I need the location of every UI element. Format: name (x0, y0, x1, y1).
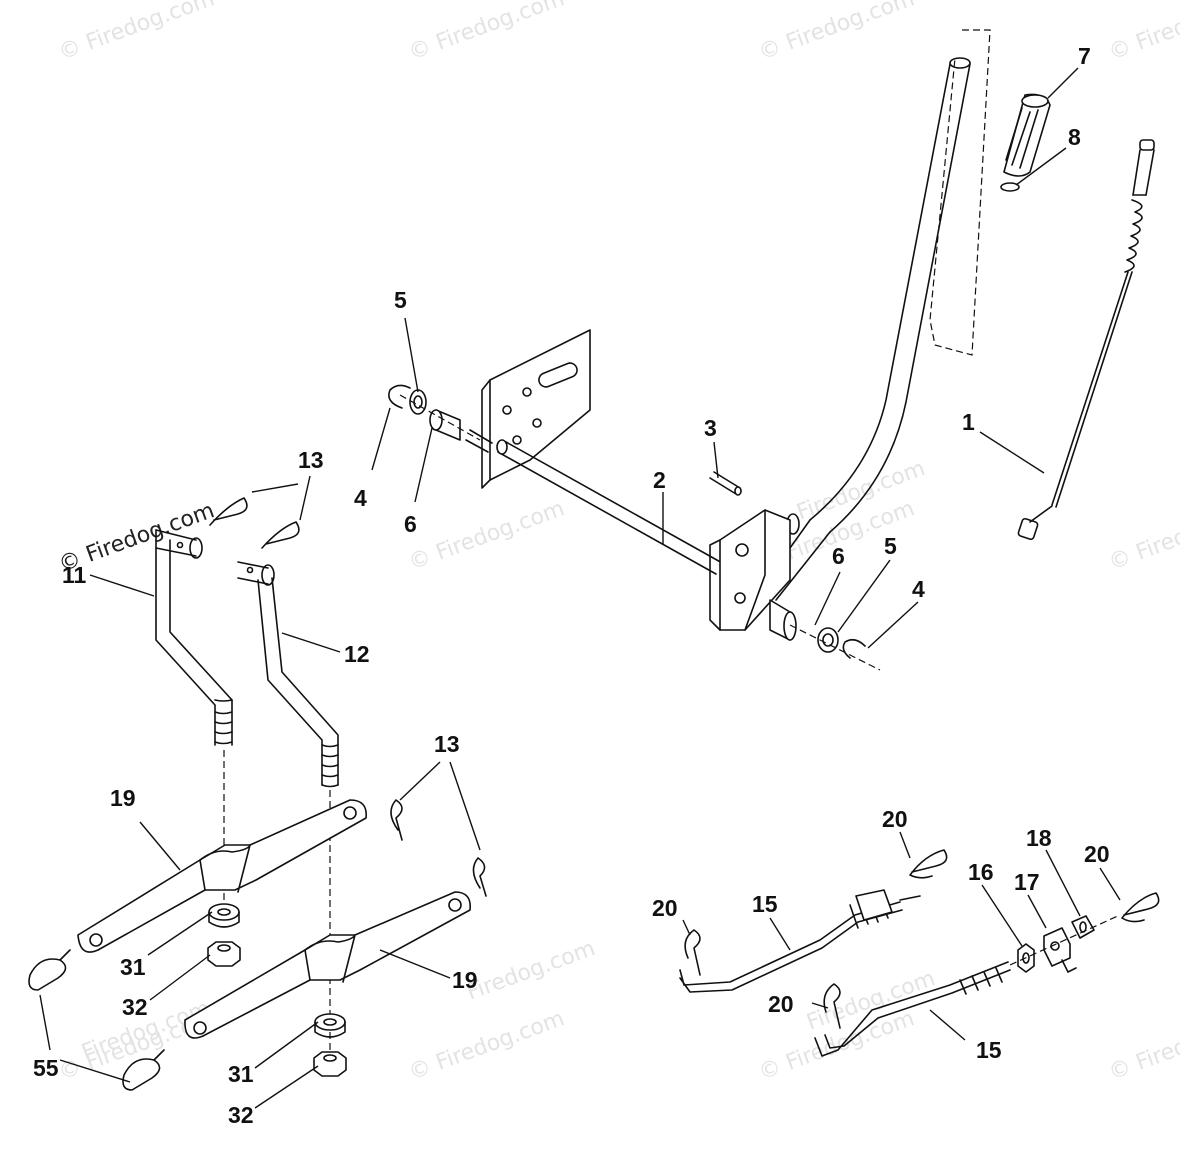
callout-label: 13 (298, 447, 324, 473)
ferrule-18 (1071, 915, 1095, 939)
watermark-text: © Firedog.com (1106, 0, 1180, 66)
callout-label: 15 (976, 1037, 1002, 1063)
callout-label: 4 (354, 485, 367, 511)
callout-label: 6 (832, 543, 845, 569)
watermark-text: © Firedog.com (406, 1006, 568, 1085)
callout-label: 16 (968, 859, 994, 885)
watermark-text: © Firedog.com (756, 0, 918, 66)
nut-32 (313, 1051, 347, 1077)
callout-label: 6 (404, 511, 417, 537)
adjust-rod-upper (679, 889, 921, 993)
leader-lines (39, 67, 1121, 1109)
callout-label: 1 (962, 409, 975, 435)
hairpin-clip-20 (684, 849, 1160, 1029)
callout-label: 2 (653, 467, 666, 493)
callout-label: 32 (122, 994, 148, 1020)
callout-label: 55 (33, 1055, 59, 1081)
callout-label: 13 (434, 731, 460, 757)
callout-label: 5 (884, 533, 897, 559)
callout-label: 20 (882, 806, 908, 832)
grip-guide (929, 29, 991, 356)
spacer-31 (314, 1013, 346, 1038)
lift-shaft (465, 329, 791, 631)
callout-label: 15 (752, 891, 778, 917)
callout-labels: 7 8 1 3 2 5 4 6 6 5 4 13 11 12 19 13 31 … (33, 43, 1110, 1128)
adjust-block-17 (1043, 927, 1077, 973)
roll-pin (734, 486, 742, 496)
callout-label: 31 (120, 954, 146, 980)
watermark-text: © Firedog.com (56, 0, 218, 66)
callout-label: 12 (344, 641, 370, 667)
lift-link-12 (237, 561, 339, 788)
callout-label: 20 (1084, 841, 1110, 867)
callout-label: 3 (704, 415, 717, 441)
lever-grip (1003, 93, 1051, 177)
hardware-left (388, 384, 481, 441)
callout-label: 32 (228, 1102, 254, 1128)
callout-label: 8 (1068, 124, 1081, 150)
callout-label: 19 (452, 967, 478, 993)
callout-label: 20 (768, 991, 794, 1017)
callout-label: 11 (62, 562, 87, 588)
lift-cable (1017, 139, 1155, 541)
hairpin-clip (209, 497, 487, 897)
callout-label: 17 (1014, 869, 1040, 895)
watermark-text: © Firedog.com (1106, 1006, 1180, 1085)
callout-label: 19 (110, 785, 136, 811)
adjust-rod-lower (814, 961, 1011, 1057)
lift-link-11 (155, 529, 233, 746)
lift-arm-lower (184, 891, 472, 1039)
nut-32 (207, 941, 241, 967)
watermark-text: © Firedog.com (1106, 496, 1180, 575)
lift-arm-upper (77, 799, 367, 953)
center-line (1009, 914, 1121, 966)
watermark-text: © Firedog.com (406, 0, 568, 66)
hardware-right (769, 599, 881, 671)
callout-label: 20 (652, 895, 678, 921)
callout-label: 31 (228, 1061, 254, 1087)
callout-label: 7 (1078, 43, 1091, 69)
callout-label: 5 (394, 287, 407, 313)
clip-55 (28, 949, 165, 1091)
watermark-text: © Firedog.com (406, 496, 568, 575)
callout-label: 18 (1026, 825, 1052, 851)
callout-label: 4 (912, 576, 925, 602)
grip-ring (1000, 182, 1020, 192)
spacer-31 (208, 903, 240, 928)
watermark-text: Firedog.com (464, 936, 599, 1006)
